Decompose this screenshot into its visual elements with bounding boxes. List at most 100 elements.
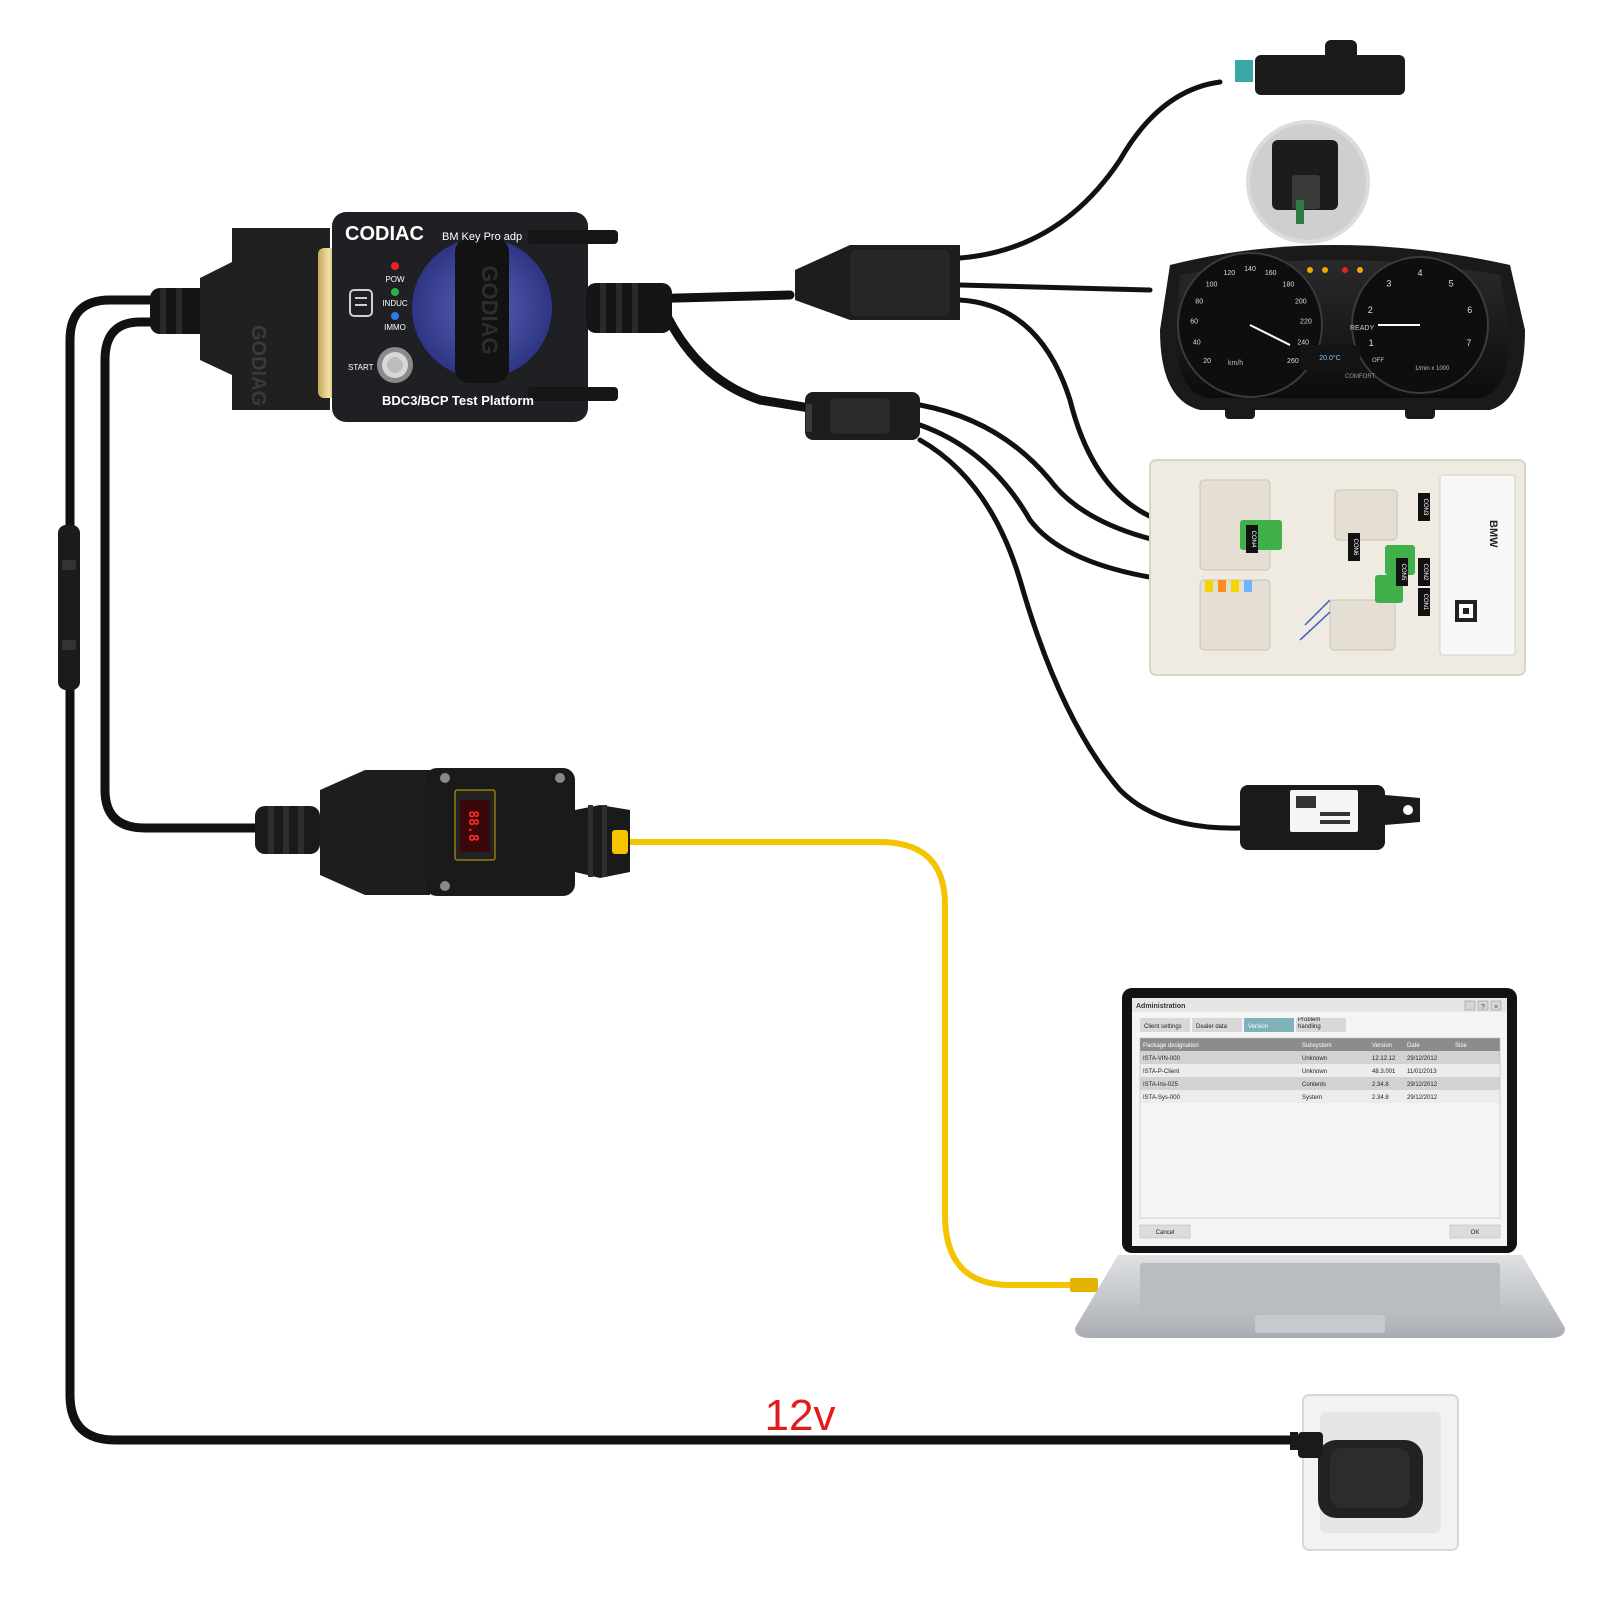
table-cell: 2.34.8	[1372, 1082, 1389, 1088]
speed-tick-label: 80	[1195, 298, 1203, 305]
table-cell: Contents	[1302, 1082, 1326, 1088]
pow-led	[391, 262, 399, 270]
column-header: Version	[1372, 1043, 1392, 1049]
tab-dealer-data[interactable]: Dealer data	[1192, 1018, 1242, 1032]
svg-text:Version: Version	[1248, 1024, 1268, 1030]
speed-tick-label: 140	[1244, 266, 1256, 273]
svg-text:Dealer data: Dealer data	[1196, 1024, 1228, 1030]
power-voltage-label: 12v	[765, 1391, 836, 1440]
key-reader-closeup	[1246, 120, 1370, 244]
y-splitter-1	[795, 245, 960, 320]
usb-plug	[1070, 1278, 1098, 1292]
rpm-tick-label: 3	[1386, 278, 1391, 288]
bdc-connector-label: CON4	[1246, 525, 1258, 553]
speed-needle	[1249, 324, 1291, 346]
rpm-ticks: 1 2 3 4 5 6 7	[1368, 268, 1473, 348]
immo-module	[1240, 785, 1420, 850]
codiac-adapter: GODIAG GODIAG CODIAC BM Key Pro adp POW …	[150, 212, 672, 422]
speed-units: km/h	[1228, 360, 1243, 367]
svg-text:CON5: CON5	[1400, 564, 1406, 581]
cluster-display	[1300, 345, 1360, 370]
induc-label: INDUC	[382, 299, 408, 308]
table-row[interactable]: ISTA-Sys-000 System 2.34.8 29/12/2012	[1140, 1090, 1500, 1103]
voltage-readout: 88.8	[465, 810, 480, 841]
immo-led	[391, 312, 399, 320]
power-cable	[65, 295, 1295, 1445]
rpm-tick-label: 6	[1467, 305, 1472, 315]
table-cell: 11/01/2013	[1407, 1069, 1437, 1075]
adapter-to-splitter2-cable	[663, 313, 815, 413]
touchpad	[1255, 1315, 1385, 1333]
cluster-comfort: COMFORT	[1345, 374, 1376, 380]
bdc-connector-label: CON3	[1418, 493, 1430, 521]
window-title: Administration	[1136, 1003, 1185, 1010]
pow-label: POW	[385, 275, 405, 284]
ok-button[interactable]: OK	[1449, 1224, 1501, 1239]
cancel-button[interactable]: Cancel	[1139, 1224, 1191, 1239]
help-icon[interactable]	[1477, 1000, 1489, 1011]
table-cell: 29/12/2012	[1407, 1082, 1438, 1088]
bdc-label-plate	[1439, 474, 1516, 656]
speed-tick-label: 240	[1297, 340, 1309, 347]
cluster-off: OFF	[1372, 358, 1384, 364]
svg-text:CON1: CON1	[1422, 594, 1428, 611]
start-button[interactable]	[377, 347, 413, 383]
speed-tick-label: 160	[1265, 270, 1277, 277]
warning-lamp-icon	[1307, 267, 1313, 273]
print-icon[interactable]	[1464, 1000, 1476, 1011]
bdc-connector-label: CON5	[1396, 558, 1408, 586]
start-label: START	[348, 363, 374, 372]
table-cell: ISTA-P-Client	[1143, 1069, 1180, 1075]
svg-text:OK: OK	[1471, 1230, 1480, 1236]
tab-problem-handling[interactable]: Problem handling	[1296, 1017, 1346, 1033]
close-icon[interactable]	[1490, 1000, 1502, 1011]
adapter-platform: BDC3/BCP Test Platform	[382, 393, 534, 408]
adapter-body-brand: GODIAG	[477, 265, 502, 354]
inline-connector	[58, 525, 80, 690]
voltage-display	[460, 800, 490, 852]
key-antenna-sensor	[1235, 40, 1405, 95]
rpm-tick-label: 4	[1417, 268, 1422, 278]
table-cell: 12.12.12	[1372, 1056, 1396, 1062]
svg-text:Cancel: Cancel	[1156, 1230, 1175, 1236]
table-cell: 2.34.8	[1372, 1095, 1389, 1101]
column-header: Package designation	[1143, 1043, 1199, 1049]
tab-version[interactable]: Version	[1244, 1018, 1294, 1032]
usb-cable	[625, 839, 1088, 1288]
rpm-tick-label: 5	[1449, 278, 1454, 288]
table-cell: ISTA-Sys-000	[1143, 1095, 1181, 1101]
bdc-connector-label: CON6	[1348, 533, 1360, 561]
speed-tick-label: 100	[1206, 281, 1218, 288]
table-cell: Unknown	[1302, 1056, 1327, 1062]
tab-client-settings[interactable]: Client settings	[1140, 1018, 1190, 1032]
svg-text:×: ×	[1494, 1004, 1498, 1011]
warning-lamp-icon	[1322, 267, 1328, 273]
laptop: Administration ? × Client settings Deale…	[1075, 988, 1565, 1338]
table-cell: 29/12/2012	[1407, 1095, 1438, 1101]
bdc-connector-label: CON1	[1418, 588, 1430, 616]
branch-to-key-sensor	[957, 79, 1223, 261]
column-header: Subsystem	[1302, 1043, 1332, 1049]
svg-text:CON3: CON3	[1422, 499, 1428, 516]
table-cell: System	[1302, 1095, 1322, 1101]
rpm-tick-label: 1	[1369, 338, 1374, 348]
obd-link-cable	[100, 317, 260, 833]
speed-tick-label: 20	[1203, 358, 1211, 365]
adapter-model: BM Key Pro adp	[442, 231, 522, 243]
table-cell: Unknown	[1302, 1069, 1327, 1075]
bdc-connector-label: CON2	[1418, 558, 1430, 586]
svg-text:CON2: CON2	[1422, 564, 1428, 581]
speed-tick-label: 60	[1190, 319, 1198, 326]
rpm-tick-label: 7	[1466, 338, 1471, 348]
speed-tick-label: 40	[1193, 340, 1201, 347]
speed-tick-label: 200	[1295, 298, 1307, 305]
rpm-tick-label: 2	[1368, 305, 1373, 315]
adapter-brand: CODIAC	[345, 223, 424, 245]
bdc-brand: BMW	[1487, 520, 1499, 548]
y-splitter-2	[805, 392, 920, 440]
column-header: Size	[1455, 1043, 1467, 1049]
